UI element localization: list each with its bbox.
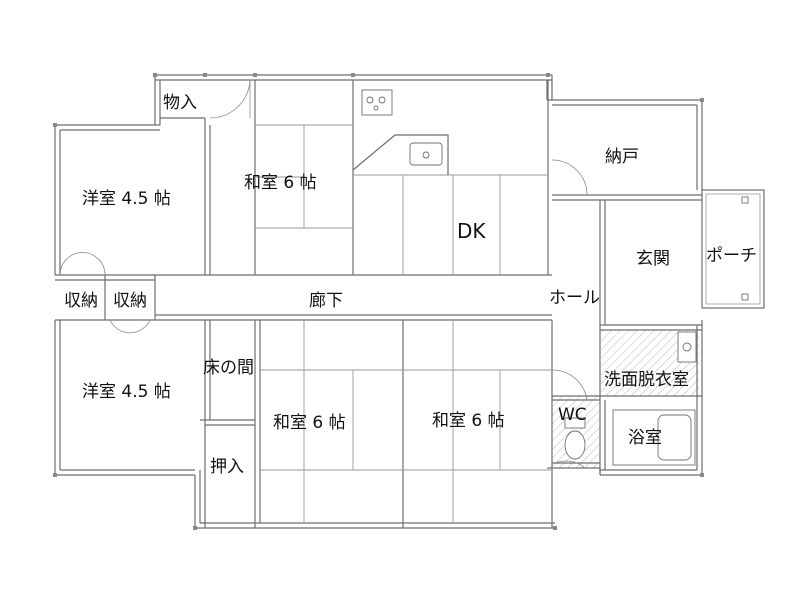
door-swings	[59, 79, 588, 469]
label-oshiire: 押入	[210, 457, 244, 477]
kitchen-counter	[352, 134, 449, 175]
kitchen-stove	[361, 89, 393, 116]
label-dk: DK	[457, 219, 486, 243]
label-monoire: 物入	[163, 93, 197, 113]
label-wc: WC	[558, 405, 587, 425]
label-porch: ポーチ	[706, 246, 757, 266]
column-markers	[53, 73, 704, 530]
label-genkan: 玄関	[636, 249, 670, 269]
label-washitsu-top: 和室 6 帖	[244, 173, 317, 193]
label-nando: 納戸	[605, 147, 639, 167]
porch-outline	[701, 189, 765, 309]
label-youshitsu-bottom: 洋室 4.5 帖	[82, 382, 171, 402]
label-youshitsu-top: 洋室 4.5 帖	[82, 189, 171, 209]
tatami-pattern	[255, 124, 552, 523]
label-washitsu-mid: 和室 6 帖	[273, 413, 346, 433]
label-shuno-right: 収納	[113, 291, 147, 311]
washbasin	[677, 331, 697, 363]
label-tokonoma: 床の間	[203, 358, 254, 378]
label-washitsu-right: 和室 6 帖	[432, 411, 505, 431]
label-shuno-left: 収納	[64, 291, 98, 311]
label-rouka: 廊下	[309, 291, 343, 311]
label-yokushitsu: 浴室	[628, 428, 662, 448]
toilet	[564, 417, 586, 460]
interior-walls	[55, 80, 702, 528]
bathtub	[612, 409, 696, 466]
label-hall: ホール	[549, 288, 600, 308]
label-senmen: 洗面脱衣室	[604, 370, 689, 390]
